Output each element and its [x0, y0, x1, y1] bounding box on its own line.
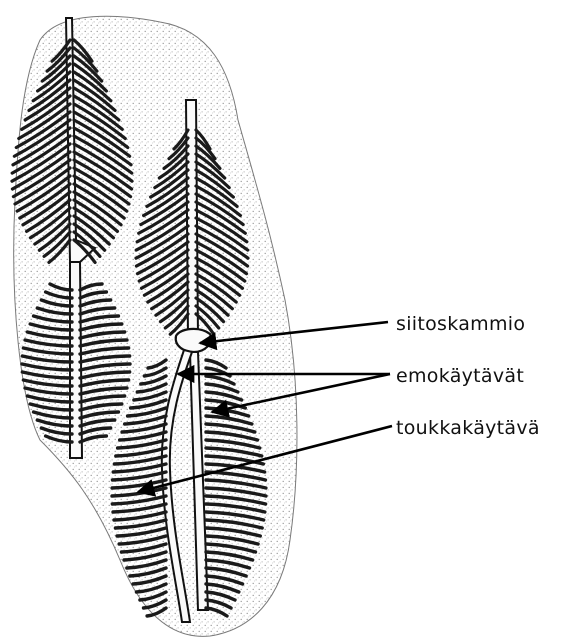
- label-toukkakaytava: toukkakäytävä: [396, 417, 540, 439]
- label-siitoskammio: siitoskammio: [396, 313, 525, 335]
- mating-chamber: [176, 329, 211, 352]
- label-emokaytavat: emokäytävät: [396, 365, 524, 387]
